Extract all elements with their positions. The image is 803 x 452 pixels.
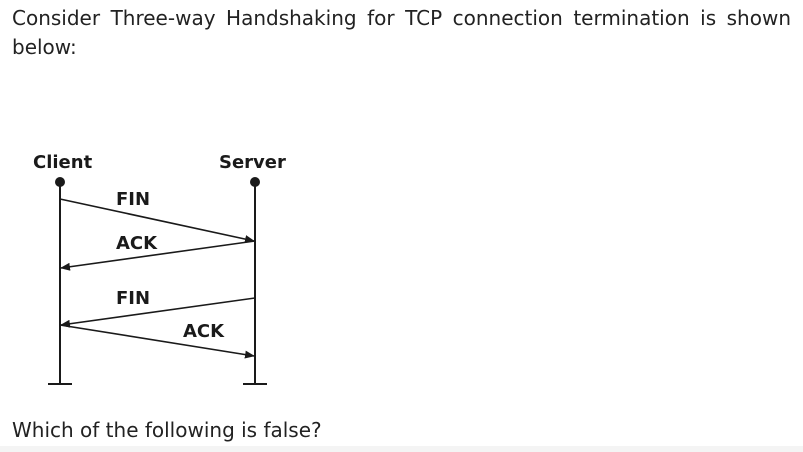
ack-label-1: ACK	[116, 233, 158, 254]
question-intro: Consider Three-way Handshaking for TCP c…	[12, 6, 791, 59]
fin-arrow-client-to-server	[59, 198, 255, 244]
fin-label-1: FIN	[116, 189, 150, 210]
question-followup: Which of the following is false?	[12, 418, 322, 442]
fin-arrow-server-to-client	[60, 297, 256, 328]
ack-arrow-server-to-client	[60, 240, 256, 271]
ack-arrow-client-to-server	[59, 324, 255, 359]
fin-label-2: FIN	[116, 288, 150, 309]
ack-label-2: ACK	[183, 321, 225, 342]
bottom-divider	[0, 446, 803, 452]
client-label: Client	[33, 152, 93, 173]
server-label: Server	[219, 152, 286, 173]
